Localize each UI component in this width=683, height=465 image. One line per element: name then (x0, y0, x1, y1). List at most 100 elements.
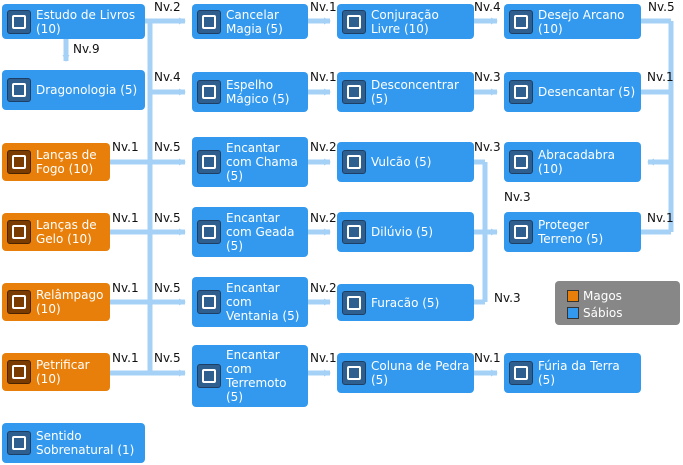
skill-node-enc-ventania[interactable]: Encantar com Ventania (5) (192, 277, 308, 327)
level-requirement-label: Nv.1 (310, 351, 337, 365)
disenchant-icon (509, 80, 533, 104)
skill-label: Desconcentrar (5) (371, 78, 459, 106)
skill-label: Petrificar (10) (36, 358, 90, 386)
free-cast-icon (342, 9, 366, 34)
skill-node-enc-terremoto[interactable]: Encantar com Terremoto (5) (192, 345, 308, 407)
skill-node-conjuracao[interactable]: Conjuração Livre (10) (337, 4, 474, 39)
skill-label: Vulcão (5) (371, 155, 432, 169)
ice-spear-icon (7, 220, 31, 244)
skill-label: Espelho Mágico (5) (226, 78, 290, 106)
dragon-icon (7, 78, 31, 102)
level-requirement-label: Nv.3 (504, 190, 531, 204)
level-requirement-label: Nv.1 (112, 211, 139, 225)
skill-label: Lanças de Fogo (10) (36, 148, 97, 176)
skill-node-furia[interactable]: Fúria da Terra (5) (504, 353, 641, 393)
level-requirement-label: Nv.2 (154, 0, 181, 14)
level-requirement-label: Nv.1 (310, 70, 337, 84)
level-requirement-label: Nv.1 (112, 281, 139, 295)
level-requirement-label: Nv.4 (154, 70, 181, 84)
level-requirement-label: Nv.2 (310, 211, 337, 225)
skill-node-lancas-fogo[interactable]: Lanças de Fogo (10) (2, 143, 110, 181)
skill-node-cancelar[interactable]: Cancelar Magia (5) (192, 4, 308, 39)
lightning-icon (7, 290, 31, 314)
fire-spear-icon (7, 150, 31, 174)
skill-label: Estudo de Livros (10) (36, 7, 136, 36)
level-requirement-label: Nv.9 (73, 42, 100, 56)
legend-label-magos: Magos (583, 289, 622, 303)
mirror-icon (197, 80, 221, 104)
skill-node-desejo[interactable]: Desejo Arcano (10) (504, 4, 641, 39)
skill-node-furacao[interactable]: Furacão (5) (337, 284, 474, 321)
skill-node-relampago[interactable]: Relâmpago (10) (2, 283, 110, 321)
shield-ground-icon (509, 220, 533, 244)
skill-label: Lanças de Gelo (10) (36, 218, 97, 246)
skill-label: Furacão (5) (371, 295, 440, 310)
legend: Magos Sábios (555, 281, 680, 325)
skill-label: Coluna de Pedra (5) (371, 359, 470, 387)
level-requirement-label: Nv.1 (112, 351, 139, 365)
skill-label: Cancelar Magia (5) (226, 7, 283, 36)
distract-icon (342, 80, 366, 104)
level-requirement-label: Nv.1 (112, 140, 139, 154)
skill-label: Desencantar (5) (538, 85, 636, 99)
skill-node-desconcentrar[interactable]: Desconcentrar (5) (337, 72, 474, 112)
skill-label: Abracadabra (10) (538, 148, 615, 176)
level-requirement-label: Nv.3 (474, 70, 501, 84)
skill-node-estudo[interactable]: Estudo de Livros (10) (2, 4, 145, 39)
level-requirement-label: Nv.2 (310, 281, 337, 295)
skill-label: Encantar com Terremoto (5) (226, 348, 287, 404)
abracadabra-icon (509, 150, 533, 174)
skill-node-desencantar[interactable]: Desencantar (5) (504, 72, 641, 112)
arcane-wish-icon (509, 9, 533, 34)
frost-enchant-icon (197, 220, 221, 244)
skill-node-dragonologia[interactable]: Dragonologia (5) (2, 70, 145, 110)
skill-label: Sentido Sobrenatural (1) (36, 429, 135, 457)
skill-node-diluvio[interactable]: Dilúvio (5) (337, 212, 474, 252)
skill-node-abracadabra[interactable]: Abracadabra (10) (504, 142, 641, 182)
level-requirement-label: Nv.3 (494, 291, 521, 305)
skill-node-vulcao[interactable]: Vulcão (5) (337, 142, 474, 182)
legend-swatch-sabios (567, 307, 579, 319)
level-requirement-label: Nv.1 (647, 70, 674, 84)
skill-label: Desejo Arcano (10) (538, 7, 625, 36)
volcano-icon (342, 150, 366, 174)
skill-node-enc-geada[interactable]: Encantar com Geada (5) (192, 207, 308, 257)
hurricane-icon (342, 290, 366, 315)
skill-label: Dragonologia (5) (36, 83, 138, 97)
legend-item-sabios: Sábios (567, 306, 623, 320)
skill-node-enc-chama[interactable]: Encantar com Chama (5) (192, 137, 308, 187)
level-requirement-label: Nv.1 (310, 0, 337, 14)
level-requirement-label: Nv.5 (648, 0, 675, 14)
level-requirement-label: Nv.3 (474, 140, 501, 154)
level-requirement-label: Nv.5 (154, 211, 181, 225)
level-requirement-label: Nv.5 (154, 140, 181, 154)
skill-node-petrificar[interactable]: Petrificar (10) (2, 353, 110, 391)
skill-node-lancas-gelo[interactable]: Lanças de Gelo (10) (2, 213, 110, 251)
skill-label: Encantar com Geada (5) (226, 211, 295, 253)
skill-label: Dilúvio (5) (371, 225, 434, 239)
legend-swatch-magos (567, 290, 579, 302)
skill-node-proteger[interactable]: Proteger Terreno (5) (504, 212, 641, 252)
skill-node-coluna[interactable]: Coluna de Pedra (5) (337, 353, 474, 393)
wind-enchant-icon (197, 290, 221, 314)
skill-label: Conjuração Livre (10) (371, 7, 439, 36)
stone-icon (7, 360, 31, 384)
level-requirement-label: Nv.5 (154, 281, 181, 295)
sense-icon (7, 431, 31, 455)
stone-pillar-icon (342, 361, 366, 385)
level-requirement-label: Nv.5 (154, 351, 181, 365)
skill-node-espelho[interactable]: Espelho Mágico (5) (192, 72, 308, 112)
earth-fury-icon (509, 361, 533, 385)
book-icon (7, 9, 31, 34)
level-requirement-label: Nv.4 (474, 0, 501, 14)
level-requirement-label: Nv.1 (474, 351, 501, 365)
skill-node-sentido[interactable]: Sentido Sobrenatural (1) (2, 423, 145, 463)
skill-label: Encantar com Chama (5) (226, 141, 298, 183)
quake-enchant-icon (197, 364, 221, 388)
skill-label: Encantar com Ventania (5) (226, 281, 300, 323)
level-requirement-label: Nv.1 (647, 211, 674, 225)
legend-label-sabios: Sábios (583, 306, 623, 320)
skill-label: Fúria da Terra (5) (538, 359, 620, 387)
